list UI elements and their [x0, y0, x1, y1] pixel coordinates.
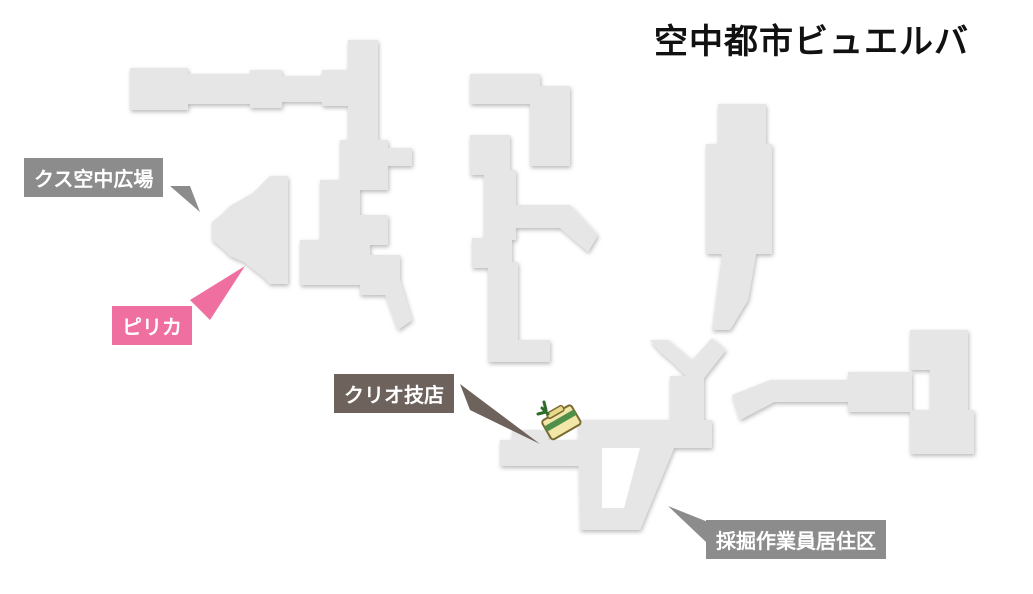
npc-label-pirika[interactable]: ピリカ — [112, 306, 192, 345]
shop-bag-icon[interactable] — [532, 398, 588, 446]
map-title: 空中都市ビュエルバ — [654, 22, 969, 62]
saikutsu-label-pointer — [668, 506, 718, 542]
area-label-kusu-plaza[interactable]: クス空中広場 — [24, 158, 164, 197]
area-east-tower — [706, 104, 772, 330]
kusu-label-pointer — [170, 186, 200, 212]
area-kusu-plaza — [212, 176, 288, 284]
kurio-label-pointer — [460, 384, 540, 444]
shop-label-kurio[interactable]: クリオ技店 — [334, 374, 454, 413]
area-central-spine — [300, 40, 412, 330]
area-label-worker-quarters[interactable]: 採掘作業員居住区 — [706, 520, 886, 559]
pirika-label-pointer — [190, 266, 245, 320]
area-north-corridor — [130, 68, 362, 110]
area-worker-quarters — [500, 338, 726, 530]
area-middle-complex — [470, 74, 598, 362]
area-far-east-wing — [732, 330, 974, 454]
